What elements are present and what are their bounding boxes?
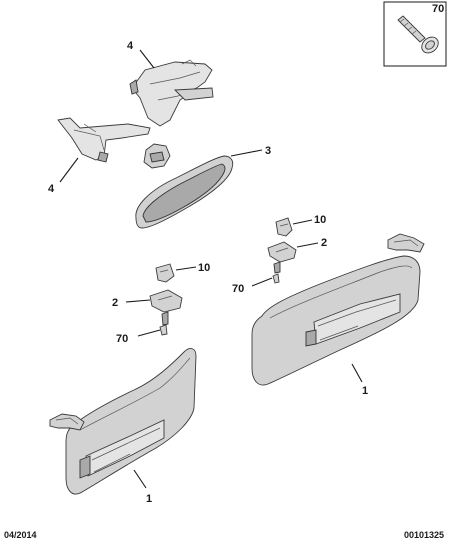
sun-visor-left [49, 348, 197, 495]
callout-mirror: 3 [265, 145, 271, 157]
leader-clip-left [125, 299, 151, 303]
callout-screw-right: 70 [232, 283, 244, 295]
callout-visor-right: 1 [362, 385, 368, 397]
leader-screw-left [137, 329, 161, 337]
leader-pivot-left [175, 266, 197, 271]
screw-left-icon [159, 324, 168, 336]
callout-pivot-right: 10 [314, 214, 326, 226]
callout-clip-left: 2 [112, 297, 118, 309]
screw-inset: 70 [383, 1, 447, 67]
mirror-cover-upper [129, 59, 214, 127]
interior-mirror [135, 143, 234, 229]
screw-right-icon [272, 273, 280, 284]
callout-screw-inset: 70 [432, 3, 444, 15]
footer-date: 04/2014 [4, 530, 37, 540]
callout-cover-upper: 4 [127, 40, 134, 52]
leader-mirror [230, 149, 263, 157]
mirror-cover-lower [57, 117, 151, 163]
callout-clip-right: 2 [321, 237, 327, 249]
sun-visor-right [251, 233, 425, 386]
pivot-bracket-left [155, 263, 175, 283]
callout-pivot-left: 10 [198, 262, 210, 274]
callout-screw-left: 70 [116, 333, 128, 345]
leader-screw-right [251, 277, 273, 287]
leader-cover-upper [139, 49, 155, 69]
leader-clip-right [296, 242, 319, 248]
pivot-bracket-right [275, 217, 293, 237]
leader-visor-right [351, 363, 363, 383]
footer-reference: 00101325 [403, 530, 444, 540]
leader-cover-lower [59, 157, 79, 183]
clip-left [149, 289, 183, 326]
leader-visor-left [133, 469, 147, 489]
clip-right [267, 241, 297, 274]
leader-pivot-right [292, 219, 313, 225]
screw-inset-icon [397, 15, 439, 54]
callout-cover-lower: 4 [48, 183, 55, 195]
callout-visor-left: 1 [146, 493, 152, 505]
